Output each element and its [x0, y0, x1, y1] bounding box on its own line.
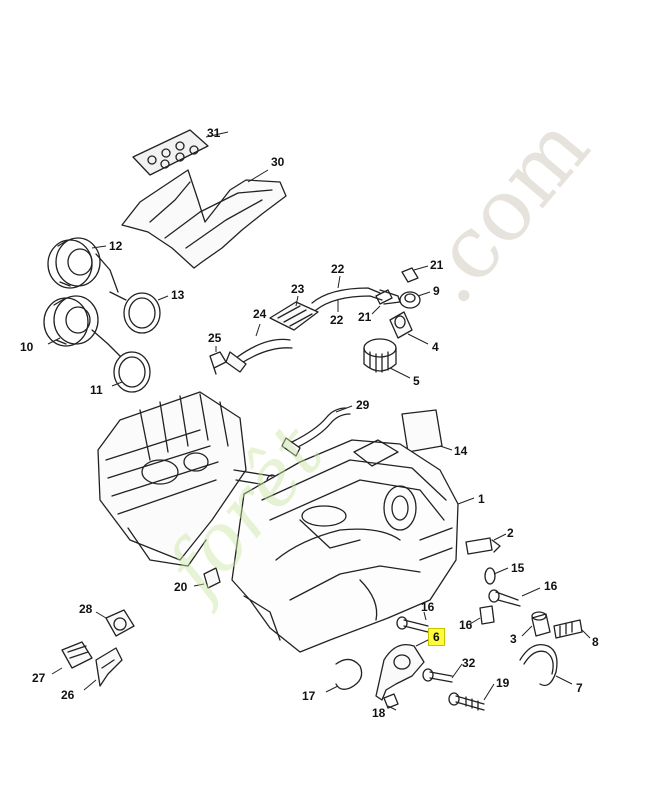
callout-17-highlighted: 6	[428, 628, 445, 646]
part-26	[95, 647, 123, 687]
crankcase-1	[231, 439, 459, 653]
cover-part	[121, 169, 287, 269]
callout-5: 5	[413, 374, 420, 388]
callout-29: 29	[356, 398, 370, 412]
rotor-10	[43, 295, 121, 357]
fuel-pickup-4	[389, 311, 413, 339]
label-14	[401, 409, 443, 453]
callout-7: 8	[592, 635, 599, 649]
valve-block-23	[269, 301, 319, 331]
callout-6: 7	[576, 681, 583, 695]
callout-12: 12	[109, 239, 123, 253]
rotor-12	[47, 237, 127, 301]
clip-18	[335, 658, 363, 690]
sleeve-3	[479, 605, 495, 625]
callout-1: 1	[478, 492, 485, 506]
callout-22-bottom: 22	[330, 313, 344, 327]
decal-part	[132, 129, 209, 176]
engine-cylinder	[97, 391, 278, 567]
grommet-9	[399, 291, 421, 309]
bolt-32	[448, 692, 485, 711]
fitting-21	[375, 267, 419, 305]
callout-30: 30	[271, 155, 285, 169]
screw-16	[396, 589, 521, 683]
callout-24: 24	[253, 307, 267, 321]
callout-31: 31	[207, 126, 221, 140]
spring-6	[519, 643, 558, 687]
callout-18: 17	[302, 689, 316, 703]
tube-29	[281, 407, 351, 457]
washer-15	[484, 567, 496, 585]
callout-21-top: 21	[430, 258, 444, 272]
part-28	[105, 609, 135, 637]
part-27	[61, 641, 93, 669]
grommet-20	[203, 567, 221, 589]
bracket-17	[375, 643, 425, 701]
callout-15: 15	[511, 561, 525, 575]
oring-13	[123, 292, 161, 334]
callout-16-middle: 16	[421, 600, 435, 614]
callout-22-top: 22	[331, 262, 345, 276]
callout-19: 18	[372, 706, 386, 720]
callout-27: 27	[32, 671, 46, 685]
oring-11	[113, 351, 151, 393]
callout-3: 16	[459, 618, 473, 632]
callout-4: 4	[432, 340, 439, 354]
filter-5	[363, 338, 397, 373]
callout-28: 28	[79, 602, 93, 616]
callout-14: 14	[454, 444, 468, 458]
callout-26: 26	[61, 688, 75, 702]
sleeve-8	[531, 611, 551, 637]
callout-21-bottom: 21	[358, 310, 372, 324]
stud-7	[553, 619, 583, 639]
callout-32: 19	[496, 676, 510, 690]
callout-10: 10	[20, 340, 34, 354]
callout-2: 2	[507, 526, 514, 540]
pin-19	[383, 693, 399, 709]
nipple-25	[209, 351, 227, 375]
hose-24	[225, 338, 293, 373]
callout-9: 9	[433, 284, 440, 298]
callout-13: 13	[171, 288, 185, 302]
callout-11: 11	[90, 383, 103, 397]
callout-25: 25	[208, 331, 222, 345]
callout-16-right: 16	[544, 579, 558, 593]
callout-23: 23	[291, 282, 305, 296]
callout-20: 20	[174, 580, 188, 594]
callout-16-bottom: 32	[462, 656, 476, 670]
callout-8: 3	[510, 632, 517, 646]
stud-2	[465, 537, 501, 555]
